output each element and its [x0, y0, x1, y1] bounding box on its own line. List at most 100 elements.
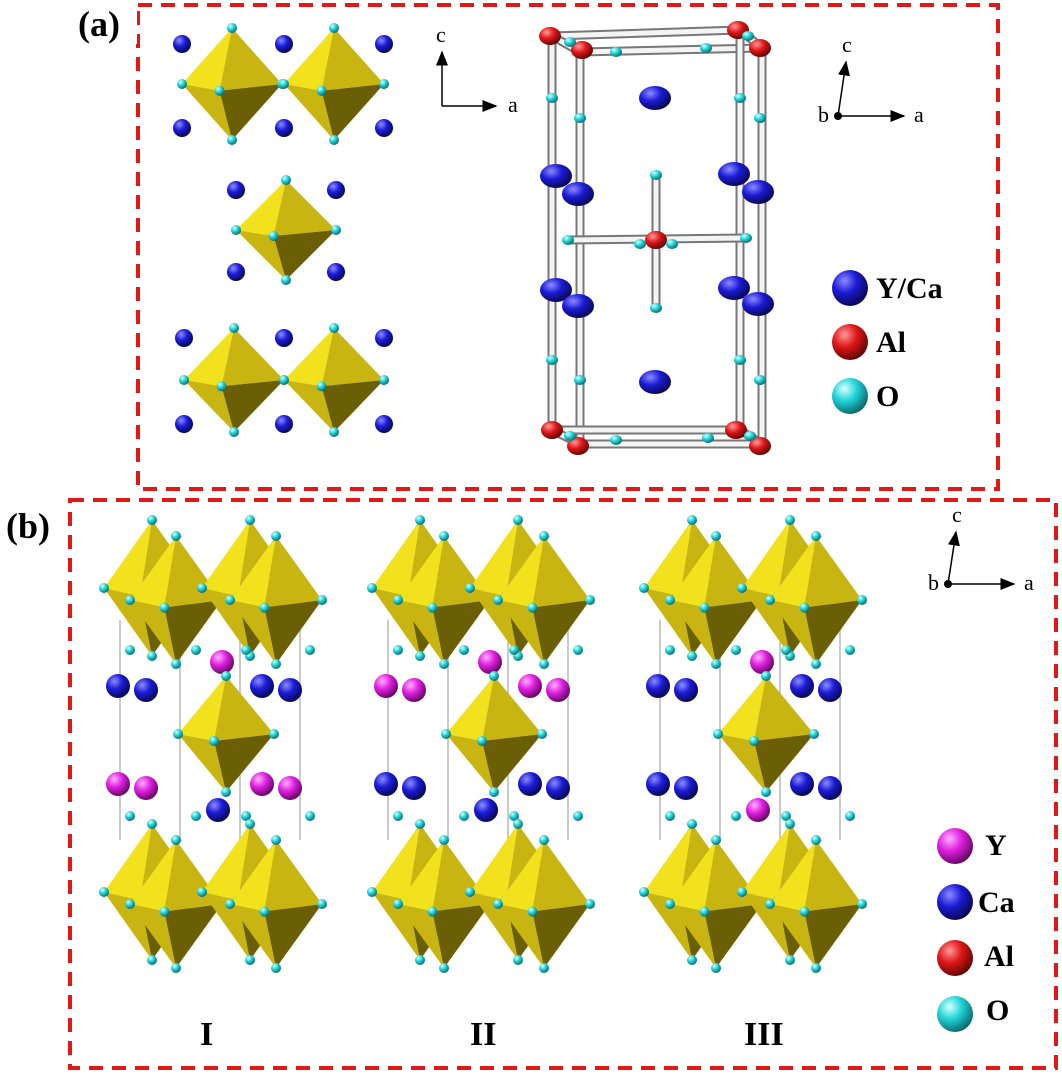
y-ca-atom: [275, 329, 293, 347]
octahedron-face: [230, 840, 276, 912]
octahedron-face: [644, 520, 692, 597]
octahedron-face: [230, 600, 276, 664]
legend-a-marker: [832, 270, 868, 306]
o-atom: [316, 381, 327, 392]
o-atom: [799, 602, 810, 613]
o-atom: [305, 645, 315, 655]
octahedron-face: [770, 904, 816, 968]
y-ca-atom: [375, 329, 393, 347]
octahedron-face: [178, 676, 226, 741]
octahedron-face: [164, 600, 222, 664]
octahedron-face: [718, 734, 766, 792]
o-atom: [539, 531, 549, 541]
legend-a-marker: [832, 378, 868, 414]
octahedron-face: [770, 840, 816, 912]
alo6-octahedron: [279, 23, 389, 145]
alo6-octahedron: [231, 175, 341, 285]
layer-ca-atom: [674, 678, 698, 702]
panel-b-structures: [99, 515, 867, 973]
octahedron-face: [498, 904, 544, 968]
o-atom: [687, 515, 697, 525]
octahedron-face: [704, 904, 762, 968]
o-atom: [159, 602, 170, 613]
structure-III: [639, 515, 867, 973]
o-atom: [439, 835, 449, 845]
o-atom: [489, 671, 499, 681]
o-atom: [216, 381, 227, 392]
panel-a-legend: [832, 270, 868, 414]
alo6-octahedron: [665, 531, 767, 669]
o-atom: [241, 811, 251, 821]
o-atom: [465, 583, 475, 593]
panel-a-label: (a): [78, 4, 120, 44]
legend-a-marker: [832, 324, 868, 360]
o-atom: [539, 835, 549, 845]
o-atom: [279, 79, 289, 89]
o-atom: [367, 887, 377, 897]
legend-a-ca-y-label: Y/Ca: [876, 272, 943, 305]
o-atom: [379, 79, 389, 89]
octahedron-face: [284, 28, 334, 91]
o-atom: [509, 645, 519, 655]
o-atom: [477, 735, 487, 746]
alo6-octahedron: [179, 323, 289, 437]
o-atom: [666, 239, 678, 249]
octahedron-face: [482, 676, 542, 741]
layer-y-atom: [402, 678, 426, 702]
o-atom: [225, 595, 235, 605]
o-atom: [173, 729, 183, 739]
octahedron-face: [742, 824, 790, 901]
o-atom: [329, 23, 339, 33]
y-ca-atom: [173, 35, 191, 53]
o-atom: [639, 887, 649, 897]
o-atom: [171, 835, 181, 845]
y-ca-atom: [540, 278, 572, 302]
o-atom: [765, 595, 775, 605]
o-atom: [539, 659, 549, 669]
octahedron-face: [273, 230, 336, 280]
o-atom: [179, 375, 189, 385]
o-atom: [585, 899, 595, 909]
o-atom: [731, 645, 741, 655]
octahedron-face: [321, 328, 384, 387]
octahedron-face: [398, 904, 444, 968]
o-atom: [316, 85, 327, 96]
octahedron-face: [432, 600, 490, 664]
structure-II-label: II: [470, 1016, 496, 1053]
al-atom: [749, 437, 771, 455]
o-atom: [329, 135, 339, 145]
o-atom: [331, 225, 341, 235]
al-atom: [539, 27, 561, 45]
o-atom: [761, 787, 771, 797]
o-atom: [687, 955, 697, 965]
octahedron-face: [670, 600, 716, 664]
o-atom: [171, 963, 181, 973]
o-atom: [241, 645, 251, 655]
octahedron-face: [498, 600, 544, 664]
o-atom: [459, 645, 469, 655]
o-atom: [191, 811, 201, 821]
o-atom: [585, 595, 595, 605]
o-atom: [799, 906, 810, 917]
o-atom: [761, 671, 771, 681]
structure-II: [367, 515, 595, 973]
o-atom: [125, 595, 135, 605]
al-atom: [749, 39, 771, 57]
octahedron-face: [184, 328, 234, 387]
o-atom: [527, 906, 538, 917]
o-atom: [731, 811, 741, 821]
o-atom: [650, 170, 662, 180]
o-atom: [574, 375, 586, 385]
o-atom: [415, 819, 425, 829]
o-atom: [562, 235, 574, 245]
o-atom: [742, 31, 754, 41]
o-atom: [509, 811, 519, 821]
o-atom: [147, 651, 157, 661]
o-atom: [99, 887, 109, 897]
panel-b-label: (b): [6, 506, 50, 546]
layer-y-atom: [134, 776, 158, 800]
o-atom: [489, 787, 499, 797]
y-ca-atom: [718, 162, 750, 186]
al-atom: [567, 437, 589, 455]
apical-ca-atom: [474, 798, 498, 822]
